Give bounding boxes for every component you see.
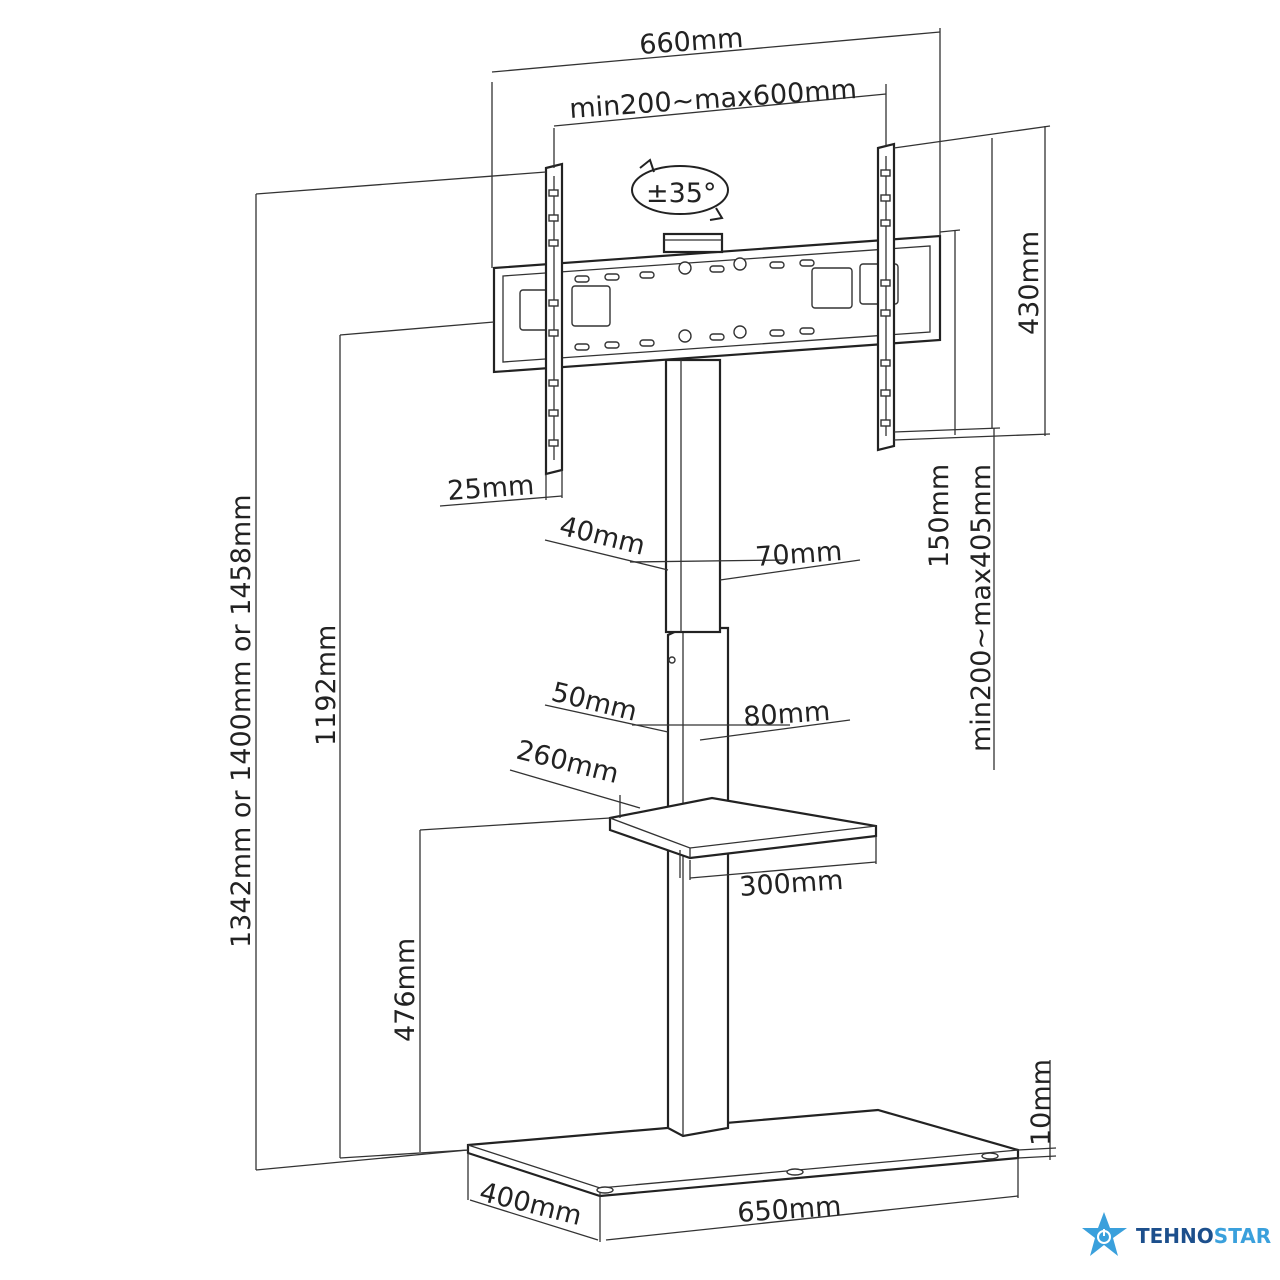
- label-column-lower-width: 80mm: [742, 696, 831, 733]
- label-column-upper-width: 70mm: [754, 536, 843, 573]
- label-base-thickness: 10mm: [1026, 1059, 1057, 1146]
- tehnostar-watermark: TEHNOSTAR: [1082, 1212, 1271, 1256]
- dimension-lines: [255, 28, 1057, 1242]
- bracket-arm-left: [544, 162, 564, 476]
- swivel-icon: [631, 158, 729, 221]
- watermark-brand-b: STAR: [1214, 1224, 1271, 1248]
- label-vesa-height: min200~max405mm: [966, 464, 997, 752]
- label-bracket-depth: 25mm: [446, 470, 535, 507]
- label-column-lower-depth: 50mm: [548, 677, 640, 728]
- bracket-arm-right: [876, 142, 896, 452]
- label-mount-height: 1192mm: [311, 625, 342, 746]
- column: [664, 358, 730, 1138]
- watermark-brand-a: TEHNO: [1136, 1224, 1214, 1248]
- label-total-height: 1342mm or 1400mm or 1458mm: [226, 494, 257, 948]
- label-bracket-height: 430mm: [1014, 231, 1045, 335]
- watermark-text: TEHNOSTAR: [1136, 1224, 1271, 1248]
- star-power-icon: [1082, 1212, 1127, 1256]
- label-swivel: ±35°: [646, 178, 716, 209]
- label-overall-width: 660mm: [638, 23, 744, 61]
- label-shelf-width: 300mm: [738, 865, 844, 903]
- mount-plate: [492, 232, 942, 374]
- label-adjust-step: 150mm: [924, 464, 955, 568]
- label-vesa-width: min200~max600mm: [568, 74, 858, 125]
- label-base-width: 650mm: [736, 1191, 842, 1229]
- base-plate: [466, 1108, 1020, 1198]
- label-shelf-height: 476mm: [390, 938, 421, 1042]
- label-shelf-depth: 260mm: [513, 735, 622, 790]
